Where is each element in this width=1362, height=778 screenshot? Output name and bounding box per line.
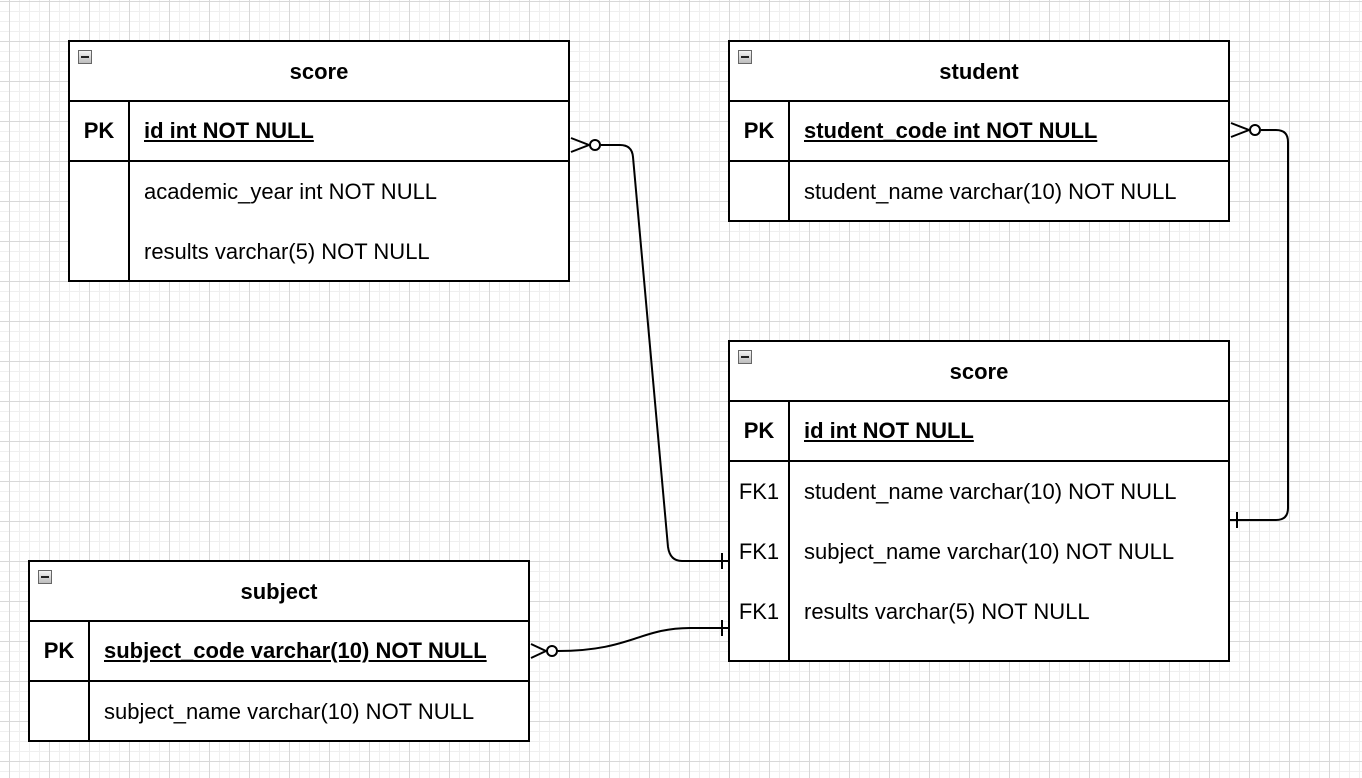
attribute-row: subject_name varchar(10) NOT NULL (804, 539, 1175, 564)
relationship-score-top-to-score[interactable] (570, 137, 728, 569)
entity-header: student (730, 42, 1228, 102)
fk-label: FK1 (738, 479, 780, 504)
relationship-student-to-score[interactable] (1230, 122, 1289, 528)
entity-title: student (939, 59, 1019, 84)
key-column (30, 682, 90, 742)
collapse-icon[interactable] (738, 350, 752, 364)
pk-label: PK (730, 402, 790, 460)
key-column (730, 162, 790, 222)
entity-score-main[interactable]: score PK id int NOT NULL FK1 FK1 FK1 stu… (728, 340, 1230, 662)
primary-key-row: PK subject_code varchar(10) NOT NULL (30, 622, 528, 682)
collapse-icon[interactable] (78, 50, 92, 64)
attribute-list: student_name varchar(10) NOT NULL (730, 162, 1228, 222)
collapse-icon[interactable] (738, 50, 752, 64)
attribute-column: subject_name varchar(10) NOT NULL (90, 682, 528, 742)
attribute-row: subject_name varchar(10) NOT NULL (104, 699, 475, 724)
pk-attribute: id int NOT NULL (144, 118, 314, 143)
pk-label: PK (70, 102, 130, 160)
entity-student[interactable]: student PK student_code int NOT NULL stu… (728, 40, 1230, 222)
attribute-row: student_name varchar(10) NOT NULL (804, 479, 1177, 504)
attribute-row: results varchar(5) NOT NULL (804, 599, 1090, 624)
primary-key-row: PK id int NOT NULL (730, 402, 1228, 462)
fk-label: FK1 (738, 539, 780, 564)
pk-label: PK (30, 622, 90, 680)
entity-header: subject (30, 562, 528, 622)
key-column (70, 162, 130, 282)
pk-attribute: subject_code varchar(10) NOT NULL (104, 638, 487, 663)
pk-attribute: id int NOT NULL (804, 418, 974, 443)
collapse-icon[interactable] (38, 570, 52, 584)
primary-key-row: PK student_code int NOT NULL (730, 102, 1228, 162)
key-column: FK1 FK1 FK1 (730, 462, 790, 662)
pk-label: PK (730, 102, 790, 160)
attribute-list: FK1 FK1 FK1 student_name varchar(10) NOT… (730, 462, 1228, 662)
attribute-column: academic_year int NOT NULL results varch… (130, 162, 568, 282)
pk-attribute: student_code int NOT NULL (804, 118, 1098, 143)
relationship-subject-to-score[interactable] (530, 620, 728, 659)
entity-header: score (70, 42, 568, 102)
entity-score-top[interactable]: score PK id int NOT NULL academic_year i… (68, 40, 570, 282)
attribute-list: academic_year int NOT NULL results varch… (70, 162, 568, 282)
attribute-row: academic_year int NOT NULL (144, 179, 438, 204)
primary-key-row: PK id int NOT NULL (70, 102, 568, 162)
fk-label: FK1 (738, 599, 780, 624)
entity-title: subject (240, 579, 318, 604)
attribute-column: student_name varchar(10) NOT NULL (790, 162, 1228, 222)
entity-header: score (730, 342, 1228, 402)
attribute-row: student_name varchar(10) NOT NULL (804, 179, 1177, 204)
entity-subject[interactable]: subject PK subject_code varchar(10) NOT … (28, 560, 530, 742)
entity-title: score (949, 359, 1009, 384)
attribute-column: student_name varchar(10) NOT NULL subjec… (790, 462, 1228, 662)
attribute-row: results varchar(5) NOT NULL (144, 239, 430, 264)
attribute-list: subject_name varchar(10) NOT NULL (30, 682, 528, 742)
entity-title: score (289, 59, 349, 84)
